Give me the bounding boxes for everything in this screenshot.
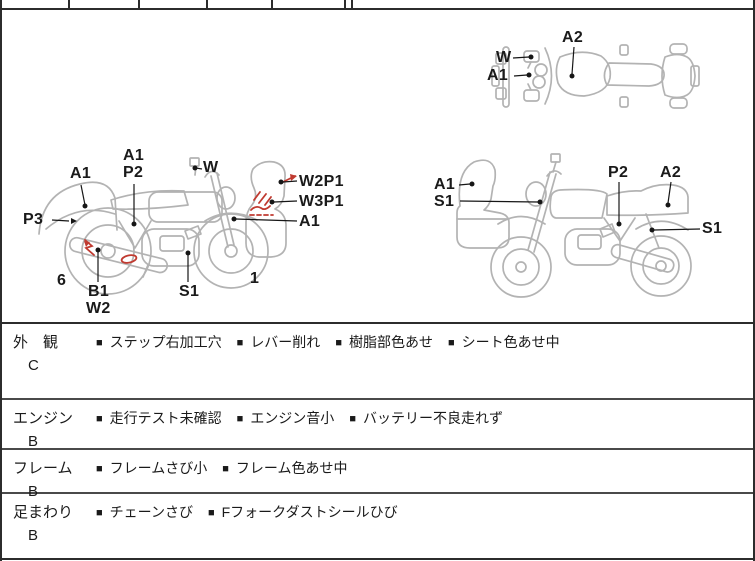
condition-items: ■ 走行テスト未確認 ■ エンジン音小 ■ バッテリー不良走れず <box>96 407 755 428</box>
bullet-icon: ■ <box>236 413 244 425</box>
label-left-w2p1: W2P1 <box>299 173 344 190</box>
grade-value: B <box>28 483 39 500</box>
damage-arrow-cowl-top <box>290 174 297 181</box>
grade-value: B <box>28 433 39 450</box>
category-label: フレーム <box>13 460 73 477</box>
category-cell: 足まわり B <box>0 501 96 544</box>
condition-item: ■ Fフォークダストシールひび <box>208 502 398 522</box>
condition-item: ■ チェーンさび <box>96 502 193 522</box>
top-view-art <box>491 43 700 109</box>
bullet-icon: ■ <box>222 463 229 475</box>
bullet-icon: ■ <box>349 413 356 425</box>
condition-items: ■ チェーンさび ■ Fフォークダストシールひび <box>96 501 755 522</box>
condition-item: ■ フレーム色あせ中 <box>222 458 347 478</box>
label-left-a1-front: A1 <box>299 213 321 230</box>
condition-item: ■ 樹脂部色あせ <box>335 332 433 352</box>
condition-item-text: ステップ右加工穴 <box>109 334 222 350</box>
category-label: エンジン <box>13 410 74 427</box>
bullet-icon: ■ <box>96 463 103 475</box>
label-top-w: W <box>496 49 512 66</box>
right-side-view-art <box>456 153 692 298</box>
label-left-1: 1 <box>250 270 260 287</box>
sheet-border-right <box>753 0 755 561</box>
bullet-icon: ■ <box>335 337 342 349</box>
damage-arrow-rear-hub <box>84 241 90 247</box>
category-cell: エンジン B <box>0 407 96 450</box>
grade-value: C <box>28 357 39 374</box>
condition-item: ■ レバー削れ <box>237 332 321 352</box>
label-right-s1-right: S1 <box>702 220 723 237</box>
category-label: 外 観 <box>13 334 59 351</box>
condition-items: ■ ステップ右加工穴 ■ レバー削れ ■ 樹脂部色あせ ■ シート色あせ中 <box>96 331 755 352</box>
label-right-a1: A1 <box>434 176 456 193</box>
sheet-border-bottom <box>0 558 755 560</box>
label-left-p3: P3 <box>23 211 44 228</box>
header-cell <box>70 0 140 8</box>
category-label: 足まわり <box>13 504 74 521</box>
condition-row-exterior: 外 観 C ■ ステップ右加工穴 ■ レバー削れ ■ 樹脂部色あせ ■ シート色あせ中 <box>0 324 755 398</box>
bullet-icon: ■ <box>447 337 455 349</box>
label-left-a1-mid: A1 <box>123 147 145 164</box>
label-left-a1-rear: A1 <box>70 165 92 182</box>
condition-item: ■ フレームさび小 <box>96 458 207 478</box>
condition-item-text: フレーム色あせ中 <box>235 460 348 476</box>
damage-hatch-cowl <box>253 191 272 206</box>
condition-item-text: フレームさび小 <box>109 460 208 476</box>
condition-item-text: Fフォークダストシールひび <box>221 504 398 520</box>
condition-items: ■ フレームさび小 ■ フレーム色あせ中 <box>96 457 755 478</box>
label-right-s1-left: S1 <box>434 193 455 210</box>
bullet-icon: ■ <box>96 413 103 425</box>
damage-wave-cowl <box>250 205 271 211</box>
damage-marks <box>84 174 297 264</box>
condition-item-text: チェーンさび <box>109 504 193 520</box>
label-left-w3p1: W3P1 <box>299 193 344 210</box>
bullet-icon: ■ <box>96 337 103 349</box>
condition-item: ■ 走行テスト未確認 <box>96 408 222 428</box>
bullet-icon: ■ <box>236 337 244 349</box>
condition-item: ■ エンジン音小 <box>237 408 335 428</box>
condition-item: ■ シート色あせ中 <box>448 332 560 352</box>
label-left-p2: P2 <box>123 164 144 181</box>
condition-row-frame: フレーム B ■ フレームさび小 ■ フレーム色あせ中 <box>0 448 755 500</box>
condition-item-text: エンジン音小 <box>250 410 335 426</box>
condition-item-text: 樹脂部色あせ <box>348 334 433 350</box>
label-left-w2: W2 <box>86 300 111 317</box>
condition-row-undercarriage: 足まわり B ■ チェーンさび ■ Fフォークダストシールひび <box>0 492 755 559</box>
header-strip <box>0 0 755 10</box>
leader-lines <box>51 46 701 282</box>
label-right-a2: A2 <box>660 164 682 181</box>
condition-row-engine: エンジン B ■ 走行テスト未確認 ■ エンジン音小 ■ バッテリー不良走れず <box>0 398 755 450</box>
condition-item-text: レバー削れ <box>250 334 321 350</box>
condition-item: ■ ステップ右加工穴 <box>96 332 222 352</box>
category-cell: フレーム B <box>0 457 96 500</box>
bullet-icon: ■ <box>207 507 215 519</box>
condition-item-text: シート色あせ中 <box>461 334 560 350</box>
sheet-border-left <box>0 0 2 561</box>
header-cell <box>208 0 273 8</box>
label-top-a1: A1 <box>487 67 509 84</box>
damage-oval-muffler <box>120 254 138 264</box>
header-cell <box>273 0 346 8</box>
label-left-6: 6 <box>57 272 67 289</box>
label-left-s1: S1 <box>179 283 200 300</box>
header-cell <box>0 0 70 8</box>
condition-table: 外 観 C ■ ステップ右加工穴 ■ レバー削れ ■ 樹脂部色あせ ■ シート色あせ中 エンジ… <box>0 322 755 559</box>
label-right-p2: P2 <box>608 164 629 181</box>
label-left-w: W <box>203 159 219 176</box>
condition-item: ■ バッテリー不良走れず <box>349 408 503 428</box>
label-top-a2: A2 <box>562 29 584 46</box>
condition-item-text: バッテリー不良走れず <box>362 410 503 426</box>
header-cell <box>346 0 353 8</box>
category-cell: 外 観 C <box>0 331 96 374</box>
bullet-icon: ■ <box>96 507 103 519</box>
header-cell <box>140 0 208 8</box>
condition-item-text: 走行テスト未確認 <box>109 410 222 426</box>
label-left-b1: B1 <box>88 283 110 300</box>
grade-value: B <box>28 527 39 544</box>
